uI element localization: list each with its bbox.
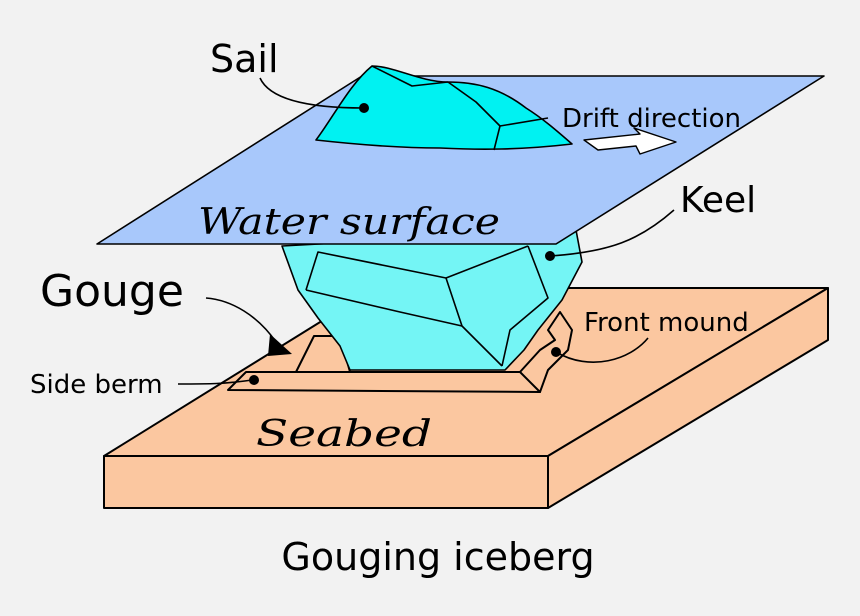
- sail-leader-line: [259, 77, 365, 109]
- keel-facet-line: [501, 245, 549, 367]
- diagram-caption: Gouging iceberg: [281, 535, 594, 579]
- gouge-leader-line: [205, 297, 277, 343]
- side-berm-leader-line: [177, 379, 253, 385]
- front-mound-label: Front mound: [584, 308, 749, 338]
- water-surface-label: Water surface: [198, 202, 500, 243]
- water-surface-plane: [96, 75, 825, 245]
- gouge-label: Gouge: [40, 266, 184, 317]
- iceberg-keel: [281, 229, 583, 371]
- sail-facet-line: [447, 81, 501, 151]
- leader-lines: [177, 77, 675, 385]
- keel-facet-line: [305, 245, 529, 291]
- keel-label: Keel: [680, 180, 756, 221]
- seabed-label: Seabed: [256, 414, 432, 455]
- keel-pointer-dot: [545, 251, 555, 261]
- keel-facet-line: [305, 289, 463, 327]
- front-mound-shape: [519, 311, 573, 393]
- keel-leader-line: [549, 209, 675, 257]
- seabed-side-face: [547, 287, 829, 509]
- side-berm-pointer-dot: [249, 375, 259, 385]
- sail-label: Sail: [210, 37, 279, 81]
- front-mound-leader-line: [555, 337, 649, 363]
- iceberg-sail: [315, 65, 573, 151]
- sail-pointer-dot: [359, 103, 369, 113]
- seabed-front-face: [103, 455, 549, 509]
- side-berm-label: Side berm: [30, 370, 163, 400]
- keel-body: [281, 229, 583, 371]
- gouge-arrowhead-icon: [268, 334, 292, 356]
- gouge-trench: [227, 311, 573, 393]
- sail-facet-line: [371, 65, 449, 87]
- sail-facet-line: [499, 117, 549, 127]
- front-mound-pointer-dot: [551, 347, 561, 357]
- drift-direction-arrow: [583, 127, 677, 155]
- drift-direction-label: Drift direction: [562, 104, 741, 134]
